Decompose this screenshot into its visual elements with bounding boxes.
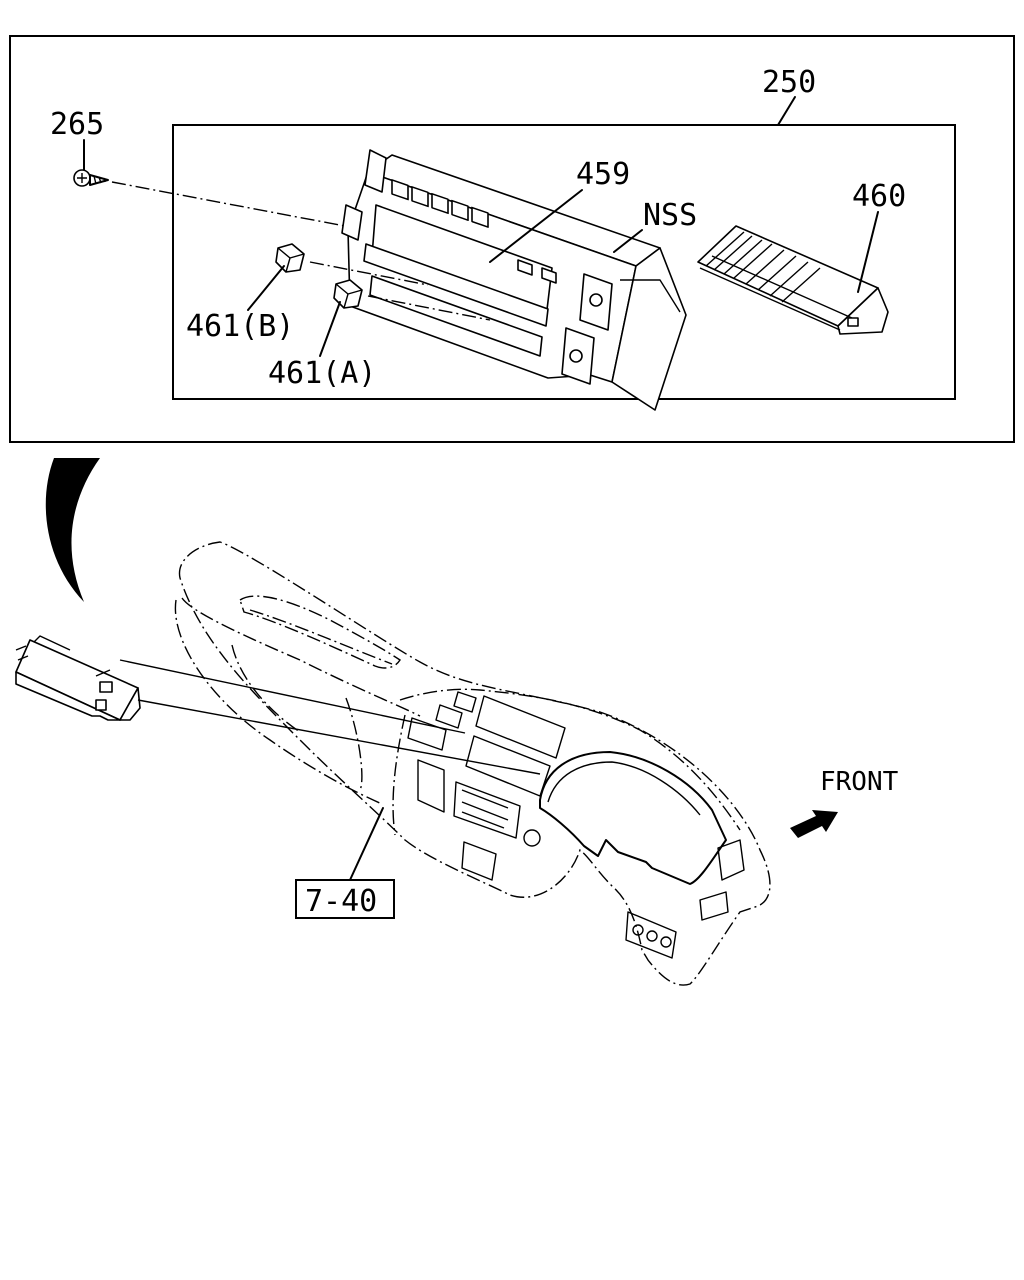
label-250: 250 xyxy=(762,65,816,100)
callout-arc xyxy=(45,458,100,602)
front-arrow-icon xyxy=(790,810,838,838)
reference-box xyxy=(295,879,395,919)
module-460 xyxy=(697,225,889,335)
center-console xyxy=(407,691,745,959)
knob-461b xyxy=(275,243,305,273)
guide-line-lower xyxy=(137,699,541,775)
assembly-box xyxy=(172,124,956,400)
guide-line-upper xyxy=(119,659,466,734)
knob-b-guide xyxy=(309,261,429,286)
label-461b: 461(B) xyxy=(186,309,294,344)
knob-a-guide xyxy=(367,295,491,321)
label-459: 459 xyxy=(576,157,630,192)
leader-461b xyxy=(247,265,285,311)
leader-460 xyxy=(857,211,879,293)
knob-461a xyxy=(333,279,363,309)
removed-module xyxy=(15,635,141,721)
leader-459 xyxy=(489,189,583,263)
screw-icon xyxy=(73,169,109,187)
label-front: FRONT xyxy=(820,767,899,797)
label-nss: NSS xyxy=(643,198,697,233)
label-7-40: 7-40 xyxy=(305,884,377,919)
control-unit-459 xyxy=(341,149,687,411)
leader-7-40 xyxy=(349,807,384,881)
label-265: 265 xyxy=(50,107,104,142)
leader-nss xyxy=(613,229,643,253)
dashboard-outline xyxy=(174,541,771,986)
label-460: 460 xyxy=(852,179,906,214)
label-461a: 461(A) xyxy=(268,356,376,391)
screw-guide-line xyxy=(111,181,346,227)
detail-frame xyxy=(9,35,1015,443)
leader-461a xyxy=(319,301,341,357)
leader-250 xyxy=(777,96,796,126)
